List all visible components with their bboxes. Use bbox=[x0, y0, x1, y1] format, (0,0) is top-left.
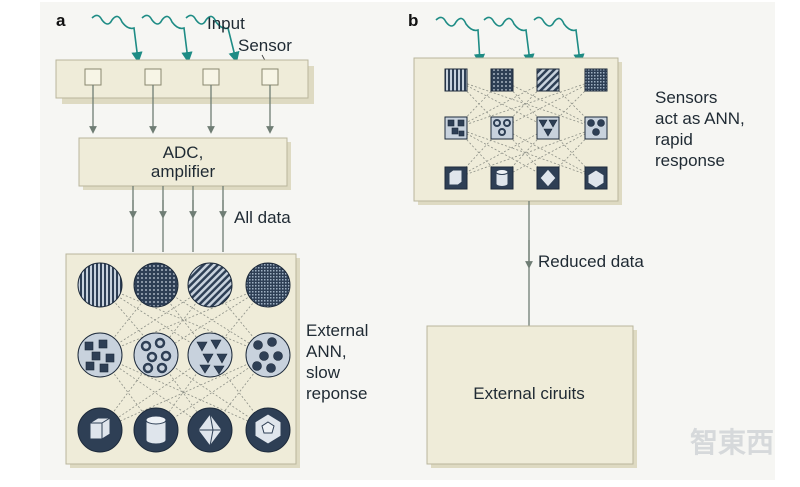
sensor-ann-connections bbox=[455, 79, 597, 179]
reduced-data-label: Reduced data bbox=[538, 252, 644, 271]
input-waves-b bbox=[435, 16, 585, 66]
adc-line-2: amplifier bbox=[151, 162, 216, 181]
ann-line-4: reponse bbox=[306, 384, 367, 403]
sensor-to-adc-arrows bbox=[89, 85, 274, 134]
fine-grid-icon bbox=[245, 262, 291, 308]
sensor-label: Sensor bbox=[238, 36, 292, 55]
panel-b-letter: b bbox=[408, 11, 418, 30]
external-circuits-box bbox=[426, 325, 634, 465]
watermark-logo: 智東西 bbox=[690, 427, 774, 458]
circles-pattern-icon bbox=[133, 332, 179, 378]
adc-to-ann-arrows bbox=[129, 186, 227, 252]
ann-connections bbox=[99, 284, 269, 431]
dodecahedron-icon bbox=[245, 407, 291, 453]
mini-octahedron-icon bbox=[536, 166, 560, 190]
sensor-cells bbox=[84, 68, 279, 86]
cube-icon bbox=[77, 407, 123, 453]
octahedron-icon bbox=[187, 407, 233, 453]
mini-dodecahedron-icon bbox=[584, 166, 608, 190]
ann-line-3: slow bbox=[306, 363, 341, 382]
adc-amplifier-box bbox=[78, 137, 288, 187]
ann-line-1: External bbox=[306, 321, 368, 340]
mini-vertical-stripes-icon bbox=[444, 68, 468, 92]
diagonal-stripes-icon bbox=[187, 262, 233, 308]
triangles-pattern-icon bbox=[187, 332, 233, 378]
dot-grid-icon bbox=[133, 262, 179, 308]
squares-pattern-icon bbox=[77, 332, 123, 378]
mini-diagonal-stripes-icon bbox=[536, 68, 560, 92]
all-data-label: All data bbox=[234, 208, 291, 227]
external-circuits-label: External ciruits bbox=[473, 384, 584, 403]
mini-cube-icon bbox=[444, 166, 468, 190]
pentagons-pattern-icon bbox=[245, 332, 291, 378]
mini-triangles-pattern-icon bbox=[536, 116, 560, 140]
ann-line-2: ANN, bbox=[306, 342, 347, 361]
mini-circles-pattern-icon bbox=[490, 116, 514, 140]
sensors-line-1: Sensors bbox=[655, 88, 717, 107]
mini-squares-pattern-icon bbox=[444, 116, 468, 140]
cylinder-icon bbox=[133, 407, 179, 453]
mini-fine-grid-icon bbox=[584, 68, 608, 92]
input-waves-a bbox=[91, 14, 240, 64]
vertical-stripes-icon bbox=[77, 262, 123, 308]
panel-a-letter: a bbox=[56, 11, 66, 30]
sensors-line-3: rapid bbox=[655, 130, 693, 149]
adc-line-1: ADC, bbox=[163, 143, 204, 162]
sensors-line-2: act as ANN, bbox=[655, 109, 745, 128]
input-label: Input bbox=[207, 14, 245, 33]
mini-dot-grid-icon bbox=[490, 68, 514, 92]
mini-pentagons-pattern-icon bbox=[584, 116, 608, 140]
sensors-line-4: response bbox=[655, 151, 725, 170]
mini-cylinder-icon bbox=[490, 166, 514, 190]
